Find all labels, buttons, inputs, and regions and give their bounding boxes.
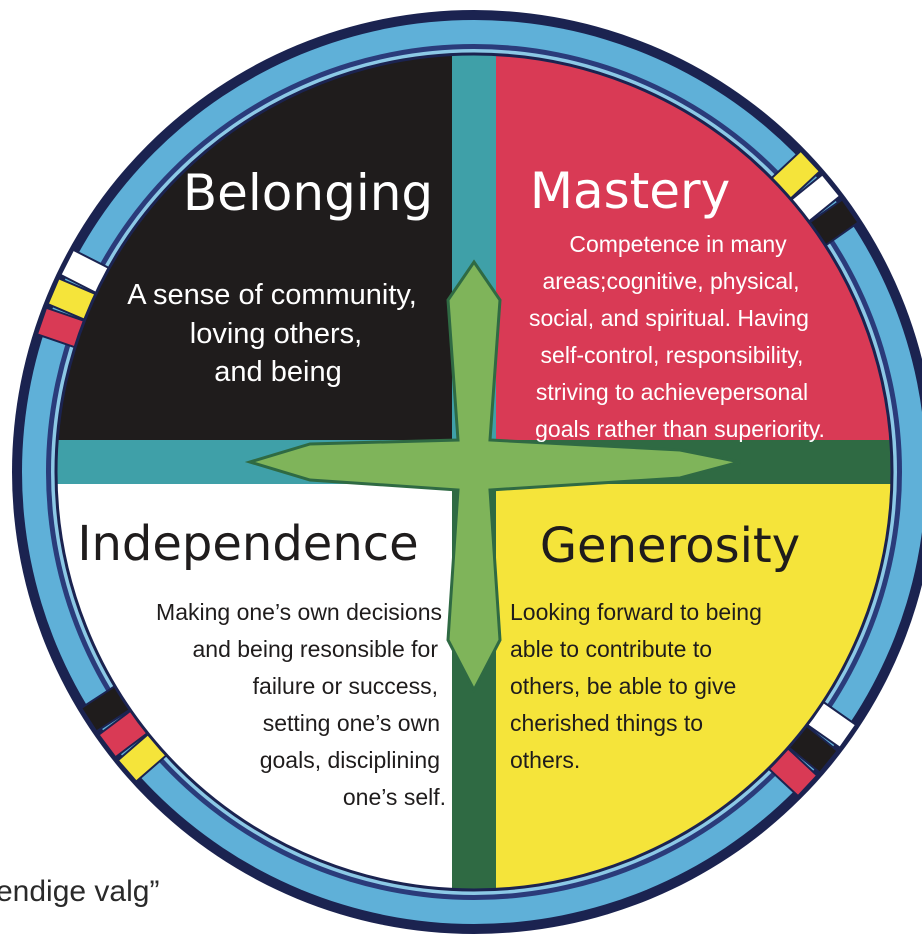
belonging-line: and being xyxy=(214,356,341,388)
mastery-line: areas;cognitive, physical, xyxy=(543,268,800,294)
belonging-line: loving others, xyxy=(190,318,363,350)
independence-line: failure or success, xyxy=(253,673,438,699)
inner-circle-outline xyxy=(54,52,894,892)
mastery-line: striving to achievepersonal xyxy=(536,379,808,405)
generosity-line: others. xyxy=(510,747,580,773)
independence-title: Independence xyxy=(77,516,418,572)
background-text-fragment: endige valg” xyxy=(0,875,160,908)
mastery-title: Mastery xyxy=(530,162,730,220)
mastery-line: social, and spiritual. Having xyxy=(529,305,809,331)
independence-line: setting one’s own xyxy=(263,710,440,736)
generosity-line: Looking forward to being xyxy=(510,599,762,625)
belonging-line: A sense of community, xyxy=(127,279,417,311)
generosity-line: cherished things to xyxy=(510,710,703,736)
independence-line: one’s self. xyxy=(343,784,446,810)
independence-line: goals, disciplining xyxy=(260,747,440,773)
generosity-line: able to contribute to xyxy=(510,636,712,662)
belonging-title: Belonging xyxy=(183,164,433,222)
mastery-line: goals rather than superiority. xyxy=(535,416,825,442)
independence-line: and being resonsible for xyxy=(193,636,439,662)
generosity-title: Generosity xyxy=(540,518,800,574)
independence-line: Making one’s own decisions xyxy=(156,599,442,625)
mastery-line: Competence in many xyxy=(569,231,787,257)
mastery-line: self-control, responsibility, xyxy=(541,342,804,368)
generosity-line: others, be able to give xyxy=(510,673,736,699)
green-cross-star xyxy=(244,259,741,694)
